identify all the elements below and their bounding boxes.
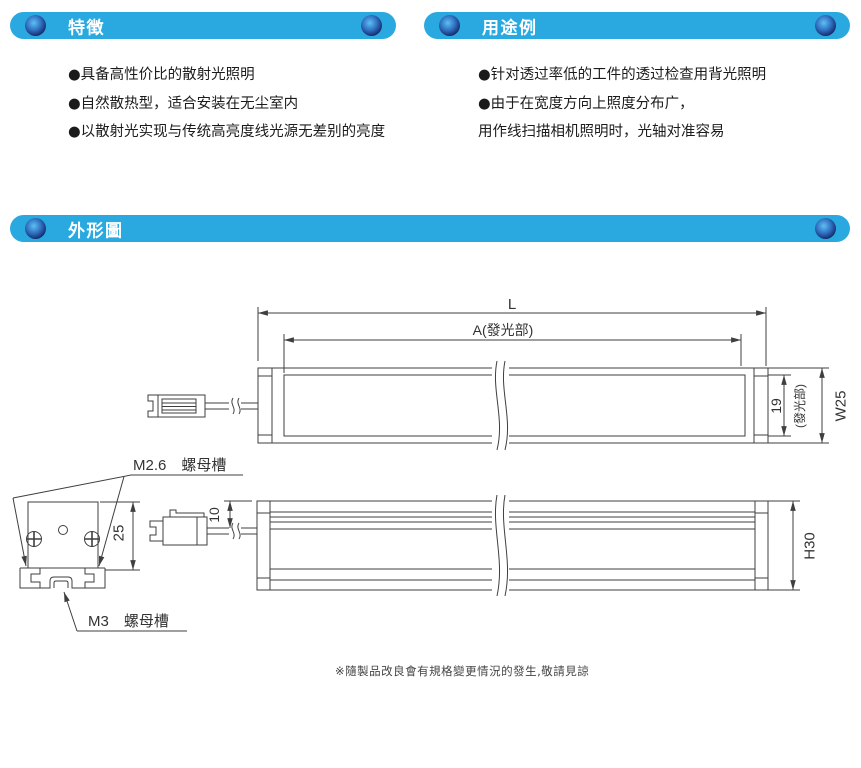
applications-list: ●针对透过率低的工件的透过检查用背光照明 ●由于在宽度方向上照度分布广， 用作线… [478,61,766,147]
label-nut-slot-m3: M3 螺母槽 [88,613,169,630]
banner-end-knob-icon [439,15,460,36]
connector-plug-top-view [147,394,258,418]
connector-plug-side-view [149,509,257,546]
feature-item: ●具备高性价比的散射光照明 [68,67,255,83]
applications-banner: 用途例 [424,12,850,39]
side-view: H30 10 [149,494,819,597]
outline-banner: 外形圖 [10,215,850,242]
phillips-screw-icon [26,531,42,547]
dim-label-emitting-width-note: (發光部) [792,384,807,428]
application-item: ●由于在宽度方向上照度分布广， [478,95,694,112]
dim-label-emitting-width: 19 [768,398,784,414]
application-item: ●针对透过率低的工件的透过检查用背光照明 [478,67,767,83]
feature-item: ●自然散热型，适合安装在无尘室内 [68,95,299,112]
banner-end-knob-icon [25,218,46,239]
features-list: ●具备高性价比的散射光照明 ●自然散热型，适合安装在无尘室内 ●以散射光实现与传… [68,61,385,147]
features-title: 特徴 [68,18,105,38]
dim-label-emitting-length: A(發光部) [473,322,534,338]
label-nut-slot-m26: M2.6 螺母槽 [133,457,226,474]
dim-label-body-height: 25 [111,525,128,542]
dim-label-total-length: L [508,296,516,313]
phillips-screw-icon [84,531,100,547]
dim-label-overall-height: H30 [802,532,819,560]
banner-end-knob-icon [25,15,46,36]
end-view: 25 M2.6 螺母槽 M3 螺母槽 [12,457,243,632]
application-item: 用作线扫描相机照明时，光轴对准容易 [478,124,725,140]
footnote: ※隨製品改良會有規格變更情況的發生,敬請見諒 [335,664,590,678]
banner-end-knob-icon [815,218,836,239]
features-banner: 特徴 [10,12,396,39]
applications-title: 用途例 [482,18,538,38]
outline-title: 外形圖 [68,221,124,241]
outline-drawing-svg: L A(發光部) 19 (發光部) W25 [12,296,850,632]
feature-item: ●以散射光实现与传统高亮度线光源无差别的亮度 [68,124,386,140]
top-view: L A(發光部) 19 (發光部) W25 [147,296,850,451]
center-hole [58,525,68,535]
banner-end-knob-icon [361,15,382,36]
banner-end-knob-icon [815,15,836,36]
dim-label-overall-width: W25 [833,391,850,422]
dim-label-cable-offset: 10 [206,507,222,523]
